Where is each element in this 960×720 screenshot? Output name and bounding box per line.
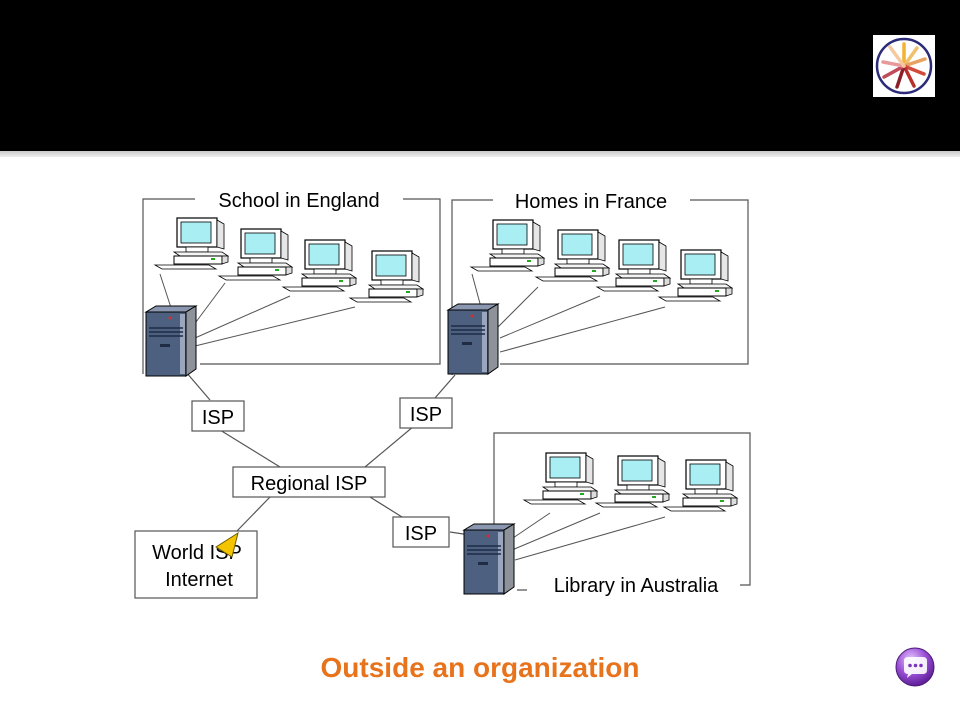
world-isp-node: World ISP Internet (134, 530, 258, 599)
isp-node-right-label: ISP (410, 404, 442, 426)
server-icon (463, 523, 515, 595)
server-icon (447, 303, 499, 375)
computer-icon (535, 229, 610, 282)
group-box-school-england (142, 198, 441, 374)
computer-icon (595, 455, 670, 508)
sunburst-logo-icon (873, 35, 935, 97)
computer-icon (349, 250, 424, 303)
more-options-icon[interactable] (894, 646, 936, 688)
computer-icon (470, 219, 545, 272)
group-label-school-england: School in England (218, 190, 379, 212)
group-label-homes-france: Homes in France (515, 191, 667, 213)
group-label-library-australia: Library in Australia (554, 575, 719, 597)
world-isp-label-line2: Internet (165, 569, 233, 591)
regional-isp-label: Regional ISP (251, 473, 368, 495)
isp-node-right: ISP (399, 397, 453, 429)
wan-links (185, 371, 471, 536)
server-icon (145, 305, 197, 377)
header-divider (0, 151, 960, 157)
isp-node-bottom-label: ISP (405, 523, 437, 545)
computer-icon (663, 459, 738, 512)
regional-isp-node: Regional ISP (232, 466, 386, 498)
computer-icon (154, 217, 229, 270)
computer-icon (218, 228, 293, 281)
computer-icon (282, 239, 357, 292)
pointer-arrow-icon (215, 531, 239, 558)
group-box-library-australia (493, 432, 751, 591)
computer-icon (596, 239, 671, 292)
slide-caption: Outside an organization (320, 652, 640, 683)
isp-node-bottom: ISP (392, 516, 450, 548)
slide-header-bar (0, 0, 960, 151)
isp-node-left-label: ISP (202, 407, 234, 429)
isp-node-left: ISP (191, 400, 245, 432)
computer-icon (523, 452, 598, 505)
computer-icon (658, 249, 733, 302)
